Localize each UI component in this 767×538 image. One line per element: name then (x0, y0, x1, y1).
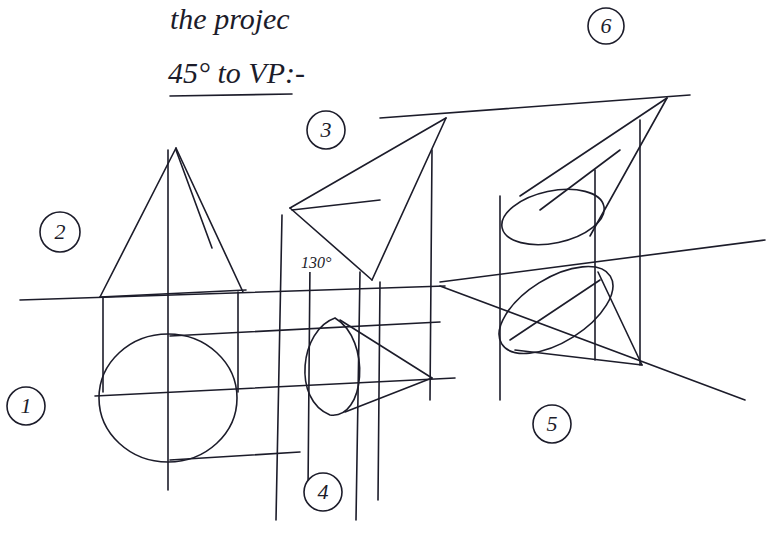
projector (639, 120, 641, 365)
callout-number: 2 (55, 221, 66, 243)
projector (237, 292, 239, 392)
projector (499, 196, 501, 400)
callout-circle: 4 (303, 472, 343, 512)
cone-base (100, 290, 246, 297)
axis-line (540, 150, 620, 210)
callout-number: 4 (318, 481, 329, 503)
projector (430, 150, 432, 400)
cone-generator (100, 148, 176, 297)
projector (378, 282, 380, 500)
xy-line (20, 286, 445, 300)
cone-base-ellipse (305, 318, 360, 415)
cone-generator (176, 148, 243, 292)
projector (276, 215, 282, 520)
projector (308, 262, 310, 490)
cone-generator (598, 272, 642, 365)
callout-number: 1 (21, 395, 32, 417)
cone-generator (176, 150, 212, 248)
projector (356, 272, 360, 520)
axis-line (167, 150, 169, 490)
xy-line (440, 286, 745, 400)
projector (170, 322, 440, 336)
projector (170, 452, 300, 460)
callout-circle: 2 (39, 211, 81, 253)
callout-number: 5 (547, 413, 558, 435)
callout-circle: 3 (306, 110, 346, 150)
callout-circle: 6 (587, 7, 625, 45)
xy-line (440, 240, 765, 282)
angle-dimension: 130° (300, 254, 332, 272)
projector (594, 170, 596, 360)
callout-circle: 1 (6, 386, 46, 426)
cone-base-circle (99, 334, 237, 462)
callout-number: 3 (321, 119, 332, 141)
cone-base (290, 208, 372, 280)
cone-generator (520, 98, 667, 196)
cone-generator (590, 98, 667, 236)
cone-generator (292, 200, 380, 210)
cone-base-ellipse (497, 181, 610, 253)
heading-text: 45° to VP:- (168, 56, 305, 90)
cone-generator (340, 320, 432, 378)
callout-circle: 5 (532, 404, 572, 444)
cone-generator (345, 378, 432, 412)
underline (170, 94, 292, 96)
heading-text: the projec (170, 2, 290, 36)
cone-generator (372, 118, 446, 280)
cone-base-ellipse (485, 249, 627, 371)
callout-number: 6 (601, 15, 612, 37)
cone-generator (515, 350, 642, 365)
centre-line (95, 378, 455, 396)
axis-line (510, 280, 600, 340)
